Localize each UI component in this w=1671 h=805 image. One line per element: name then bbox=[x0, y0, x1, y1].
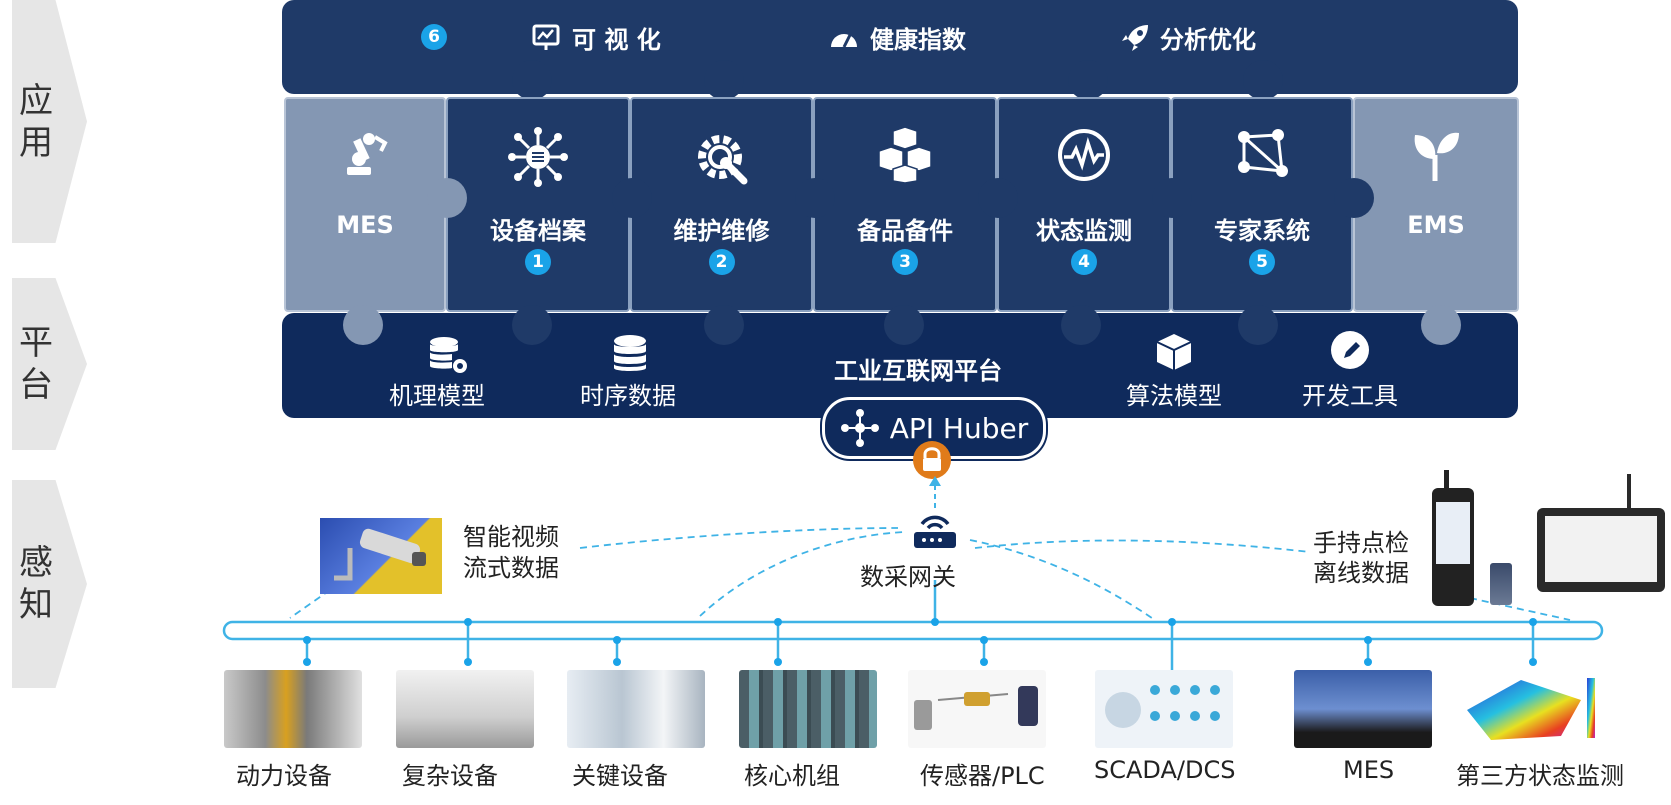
device-label-power: 动力设备 bbox=[236, 762, 332, 790]
platform-item-mechanism: 机理模型 bbox=[389, 382, 485, 410]
database-icon bbox=[614, 335, 646, 371]
device-image-power bbox=[224, 670, 362, 748]
device-image-scada bbox=[1095, 670, 1233, 748]
layer-label-sensing: 感 知 bbox=[19, 543, 53, 625]
sprout-icon bbox=[1414, 132, 1459, 181]
router-icon bbox=[914, 515, 956, 548]
video-label: 智能视频 流式数据 bbox=[463, 523, 559, 582]
knob bbox=[427, 178, 467, 218]
tablet-image bbox=[1537, 474, 1665, 592]
device-image-mes bbox=[1294, 670, 1432, 748]
module-condition-monitoring[interactable]: 状态监测 4 bbox=[997, 97, 1171, 312]
top-item-health-label: 健康指数 bbox=[870, 26, 966, 54]
knob bbox=[795, 178, 835, 218]
graph-nodes-icon bbox=[1238, 129, 1288, 177]
knob bbox=[343, 305, 383, 345]
module-number: 4 bbox=[1071, 249, 1097, 275]
gateway-label: 数采网关 bbox=[860, 563, 956, 591]
module-maintenance-label: 维护维修 bbox=[673, 217, 770, 245]
heatmap-model-icon bbox=[1467, 678, 1595, 740]
device-label-complex: 复杂设备 bbox=[402, 762, 498, 790]
module-spare-parts-label: 备品备件 bbox=[857, 217, 953, 245]
device-image-thirdparty bbox=[1461, 670, 1599, 748]
platform-item-devtools: 开发工具 bbox=[1302, 382, 1398, 410]
module-number: 3 bbox=[892, 249, 918, 275]
api-huber-pill: API Huber bbox=[822, 397, 1046, 459]
module-maintenance[interactable]: 维护维修 2 bbox=[630, 97, 813, 312]
knob bbox=[1421, 305, 1461, 345]
layer-label-application: 应 用 bbox=[19, 80, 53, 163]
gauge-icon bbox=[831, 33, 857, 48]
module-equipment-archive-label: 设备档案 bbox=[490, 217, 586, 245]
database-gear-icon bbox=[430, 337, 467, 373]
module-condition-monitoring-label: 状态监测 bbox=[1036, 217, 1132, 245]
device-label-thirdparty: 第三方状态监测 bbox=[1456, 762, 1624, 790]
knob bbox=[704, 60, 744, 100]
knob bbox=[1334, 178, 1374, 218]
top-item-analysis-label: 分析优化 bbox=[1160, 26, 1256, 54]
network-hub-icon bbox=[508, 127, 568, 187]
top-item-visualization-label: 可 视 化 bbox=[572, 26, 661, 54]
knob bbox=[978, 178, 1018, 218]
sensor-probe-image bbox=[1490, 563, 1512, 605]
handheld-label: 手持点检 离线数据 bbox=[1313, 529, 1409, 587]
rocket-icon bbox=[1122, 24, 1148, 51]
module-mes[interactable]: MES bbox=[284, 97, 446, 312]
module-number: 1 bbox=[525, 249, 551, 275]
video-camera-image bbox=[320, 518, 442, 594]
boxes-icon bbox=[878, 127, 932, 183]
cube-icon bbox=[1156, 334, 1192, 370]
platform-item-timeseries: 时序数据 bbox=[580, 382, 676, 410]
robot-arm-icon bbox=[347, 133, 388, 175]
top-item-health: 健康指数 bbox=[828, 20, 966, 55]
device-label-sensor: 传感器/PLC bbox=[920, 762, 1045, 790]
hub-node-icon bbox=[840, 409, 879, 447]
module-mes-label: MES bbox=[336, 211, 394, 239]
knob bbox=[512, 305, 552, 345]
layer-label-platform: 平 台 bbox=[19, 323, 53, 405]
knob bbox=[1152, 178, 1192, 218]
device-image-sensor bbox=[908, 670, 1046, 748]
device-image-core bbox=[739, 670, 877, 748]
module-expert-system[interactable]: 专家系统 5 bbox=[1171, 97, 1353, 312]
knob bbox=[1243, 60, 1283, 100]
badge-six: 6 bbox=[421, 24, 447, 50]
knob bbox=[1061, 305, 1101, 345]
module-number: 2 bbox=[708, 249, 735, 275]
knob bbox=[704, 305, 744, 345]
module-expert-system-label: 专家系统 bbox=[1214, 217, 1310, 245]
waveform-icon bbox=[1058, 129, 1110, 181]
device-label-core: 核心机组 bbox=[744, 762, 840, 790]
knob bbox=[884, 305, 924, 345]
lock-icon bbox=[913, 441, 951, 479]
platform-title: 工业互联网平台 bbox=[834, 357, 1002, 385]
knob bbox=[512, 60, 552, 100]
device-label-scada: SCADA/DCS bbox=[1094, 756, 1236, 784]
device-image-complex bbox=[396, 670, 534, 748]
scada-screen-icon bbox=[1105, 685, 1220, 728]
knob bbox=[1068, 60, 1108, 100]
pen-icon bbox=[1331, 331, 1369, 369]
gear-wrench-icon bbox=[697, 135, 747, 185]
module-ems-label: EMS bbox=[1407, 211, 1465, 239]
chart-monitor-icon bbox=[532, 24, 560, 50]
module-spare-parts[interactable]: 备品备件 3 bbox=[813, 97, 997, 312]
module-number: 5 bbox=[1249, 249, 1275, 275]
camera-icon bbox=[334, 528, 426, 581]
module-equipment-archive[interactable]: 设备档案 1 bbox=[446, 97, 630, 312]
sensor-plc-icon bbox=[914, 686, 1038, 730]
knob bbox=[612, 178, 652, 218]
device-label-mes: MES bbox=[1343, 756, 1395, 784]
top-item-visualization: 可 视 化 bbox=[532, 20, 661, 55]
device-image-key bbox=[567, 670, 705, 748]
device-label-key: 关键设备 bbox=[572, 762, 668, 790]
top-band bbox=[282, 0, 1518, 94]
api-huber-label: API Huber bbox=[889, 411, 1029, 445]
platform-item-algorithm: 算法模型 bbox=[1126, 382, 1222, 410]
top-item-analysis: 分析优化 bbox=[1120, 20, 1256, 55]
knob bbox=[1238, 305, 1278, 345]
handheld-phone-image bbox=[1432, 470, 1474, 606]
